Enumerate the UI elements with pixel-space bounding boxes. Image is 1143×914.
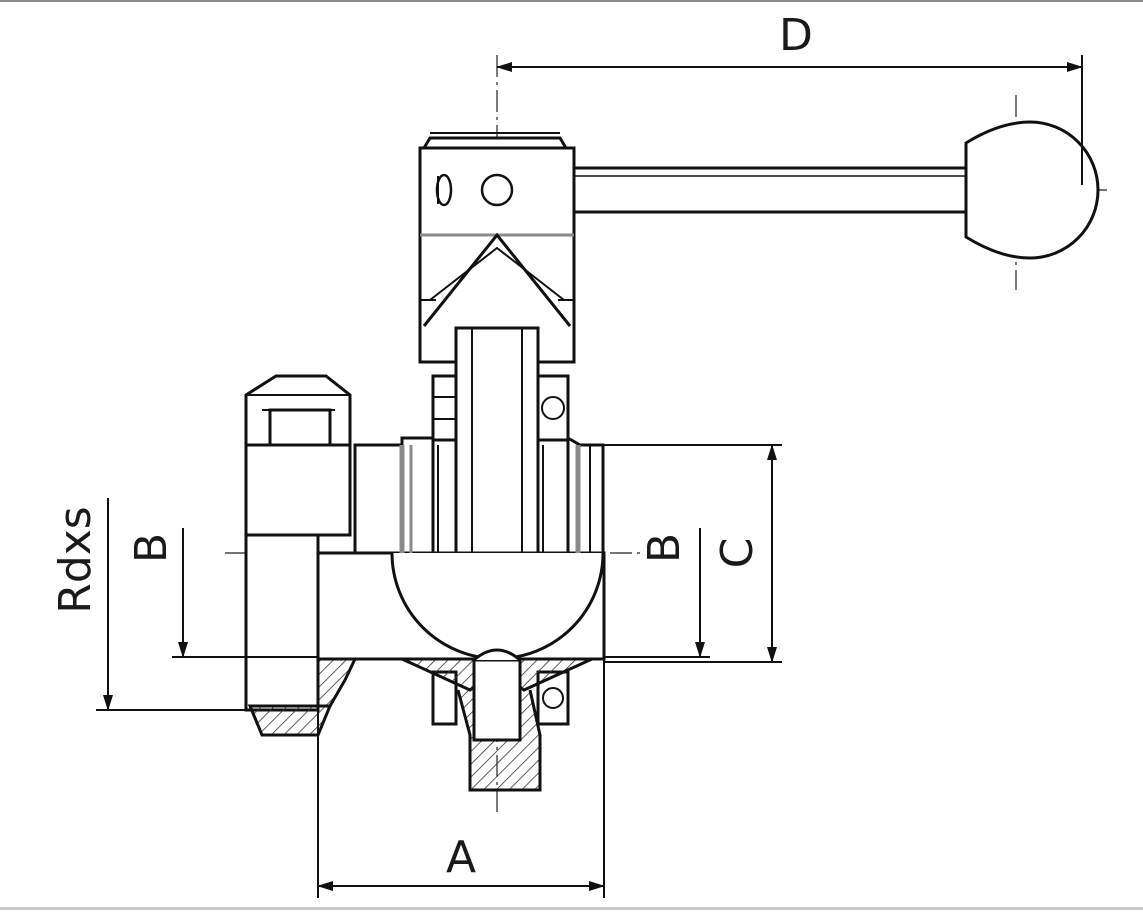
dim-label-c: C: [712, 538, 763, 569]
frame-top-border: [0, 0, 1143, 2]
dimension-lines: [96, 55, 1083, 898]
dim-label-rdxs: Rdxs: [50, 506, 101, 613]
stem: [454, 326, 540, 555]
frame-bottom-border: [0, 907, 1143, 910]
dim-label-b-left: B: [126, 533, 177, 563]
union-nut: [244, 374, 358, 737]
bottom-fitting: [401, 648, 593, 792]
dim-label-d: D: [779, 10, 813, 61]
dim-label-b-right: B: [639, 533, 690, 563]
dim-label-a: A: [446, 832, 476, 883]
valve-body: [316, 435, 606, 661]
handle-lever: [572, 120, 1100, 260]
